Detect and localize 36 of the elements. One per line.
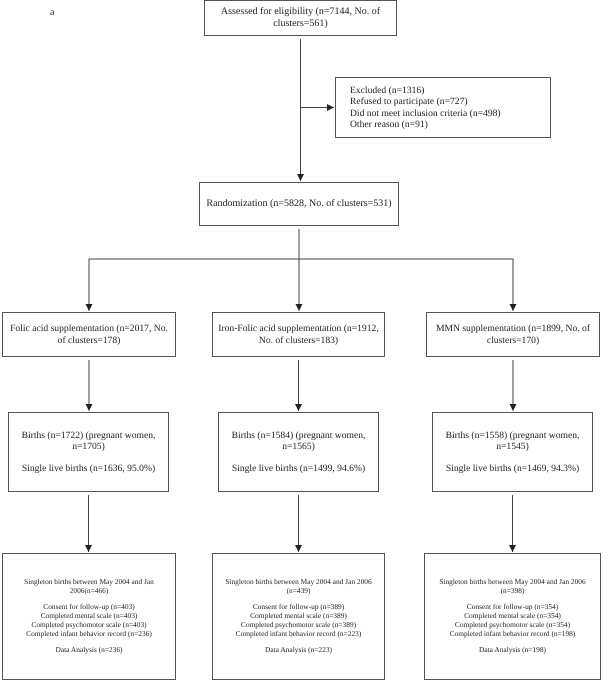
process-box xyxy=(426,312,600,357)
arrow xyxy=(86,360,92,412)
box-text: Folic acid supplementation (n=2017, No. of clusters=178) xyxy=(9,323,169,346)
box-text: Did not meet inclusion criteria (n=498) xyxy=(350,108,501,119)
process-box xyxy=(199,182,399,226)
arrow xyxy=(510,360,516,412)
box-text: Assessed for eligibility (n=7144, No. of clusters=561) xyxy=(220,6,382,30)
box-text: Births (n=1558) (pregnant women, n=1545) xyxy=(444,430,580,453)
box-text: Excluded (n=1316) xyxy=(350,84,424,96)
box-text: Refused to participate (n=727) xyxy=(350,96,468,108)
process-box xyxy=(218,412,379,492)
process-box xyxy=(2,312,176,357)
process-box xyxy=(335,77,551,138)
process-box xyxy=(212,553,385,680)
process-box xyxy=(432,412,593,492)
process-box xyxy=(204,0,397,36)
box-text: Other reason (n=91) xyxy=(350,119,428,130)
box-text: Randomization (n=5828, No. of clusters=531) xyxy=(206,198,392,210)
box-text: MMN supplementation (n=1899, No. of clusters=170) xyxy=(434,323,592,346)
process-box xyxy=(424,553,601,680)
process-box xyxy=(212,312,385,357)
box-text: Iron-Folic acid supplementation (n=1912, No. of clusters=183) xyxy=(217,323,380,346)
box-text: Single live births (n=1469, 94.3%) xyxy=(446,462,580,474)
arrow xyxy=(509,494,516,552)
panel-label: a xyxy=(50,7,54,18)
arrow xyxy=(295,360,302,412)
arrow xyxy=(300,38,334,111)
box-text: Births (n=1584) (pregnant women, n=1565) xyxy=(230,430,366,453)
arrow xyxy=(298,228,516,312)
box-text: Single live births (n=1499, 94.6%) xyxy=(232,462,366,474)
arrow xyxy=(85,494,92,552)
arrow xyxy=(295,494,302,552)
box-text: Births (n=1722) (pregnant women, n=1705) xyxy=(20,430,156,453)
process-box xyxy=(2,553,176,680)
process-box xyxy=(8,412,169,492)
box-text: Single live births (n=1636, 95.0%) xyxy=(22,462,156,474)
